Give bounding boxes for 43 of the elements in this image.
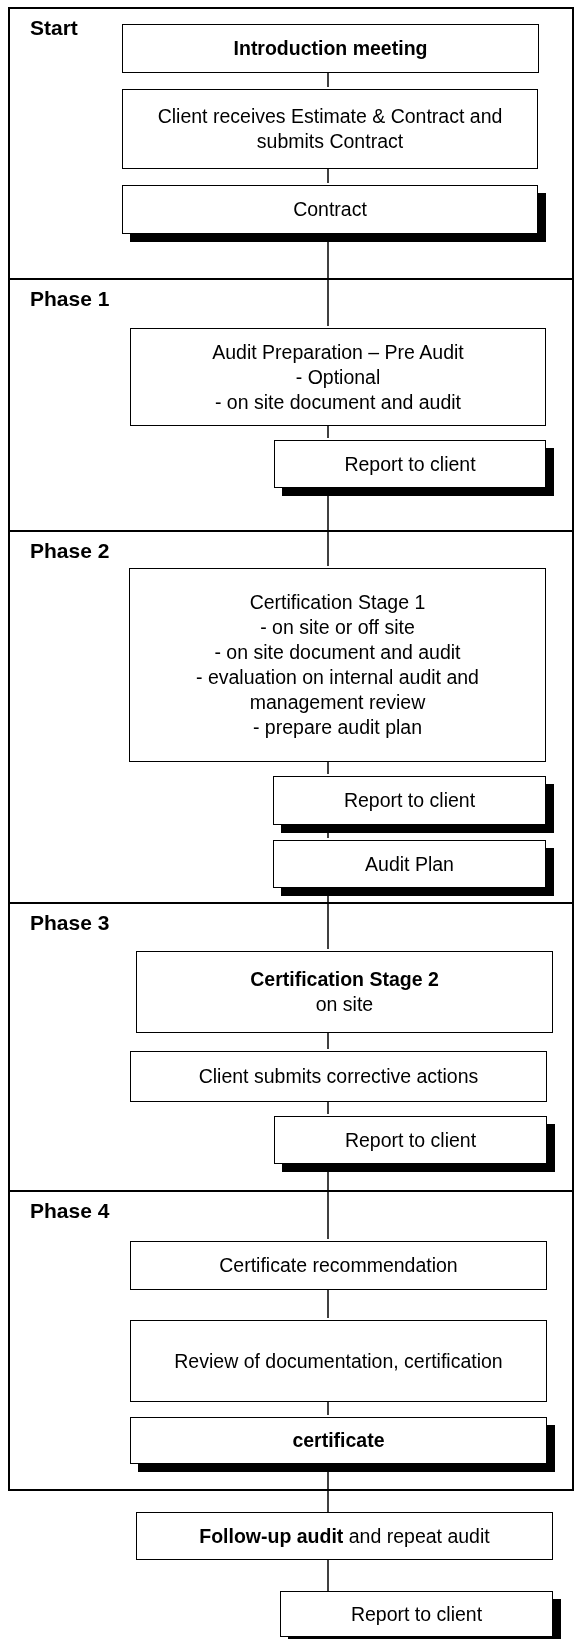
phase-heading: Phase 3	[30, 910, 110, 936]
connector-line	[327, 1559, 329, 1592]
phase-heading: Phase 4	[30, 1198, 110, 1224]
phase-heading: Phase 2	[30, 538, 110, 564]
process-box	[130, 328, 546, 426]
box-text: Introduction meeting	[233, 36, 428, 61]
process-box	[130, 1051, 547, 1102]
box-text: - on site or off site	[260, 615, 415, 640]
box-text: Certification Stage 1	[249, 590, 426, 615]
box-text: certificate	[292, 1428, 385, 1453]
box-text: Certificate recommendation	[219, 1253, 458, 1278]
process-box	[122, 24, 539, 73]
box-text: Report to client	[344, 451, 476, 477]
box-text: Audit Preparation – Pre Audit	[212, 339, 464, 365]
phase-band	[8, 1190, 574, 1491]
box-text: Certification Stage 2	[250, 967, 439, 992]
phase-heading: Start	[30, 15, 78, 41]
process-box	[122, 89, 538, 169]
process-box	[136, 1512, 553, 1560]
box-text: - evaluation on internal audit and management review	[195, 665, 480, 715]
box-text: on site	[315, 992, 374, 1017]
box-text: - prepare audit plan	[252, 715, 423, 740]
phase-band	[8, 902, 574, 1192]
box-text: Follow-up audit and repeat audit	[199, 1523, 490, 1549]
process-box	[136, 951, 553, 1033]
box-text: Client receives Estimate & Contract and submits Contract	[156, 104, 504, 154]
phase-band	[8, 530, 574, 904]
box-text: Report to client	[343, 788, 476, 813]
box-text: - Optional	[295, 364, 381, 390]
box-text: Audit Plan	[365, 851, 454, 877]
box-text: - on site document and audit	[214, 640, 461, 665]
box-text: Client submits corrective actions	[198, 1064, 479, 1089]
process-box	[130, 1320, 547, 1402]
process-box	[129, 568, 546, 762]
box-text: Report to client	[344, 1127, 477, 1153]
box-text: Report to client	[350, 1601, 483, 1627]
phase-band	[8, 278, 574, 532]
process-box	[130, 1241, 547, 1290]
phase-heading: Phase 1	[30, 286, 110, 312]
phase-band	[8, 7, 574, 280]
box-text: Review of documentation, certification	[174, 1348, 503, 1374]
box-text: - on site document and audit	[214, 389, 462, 415]
box-text: Contract	[293, 197, 367, 222]
